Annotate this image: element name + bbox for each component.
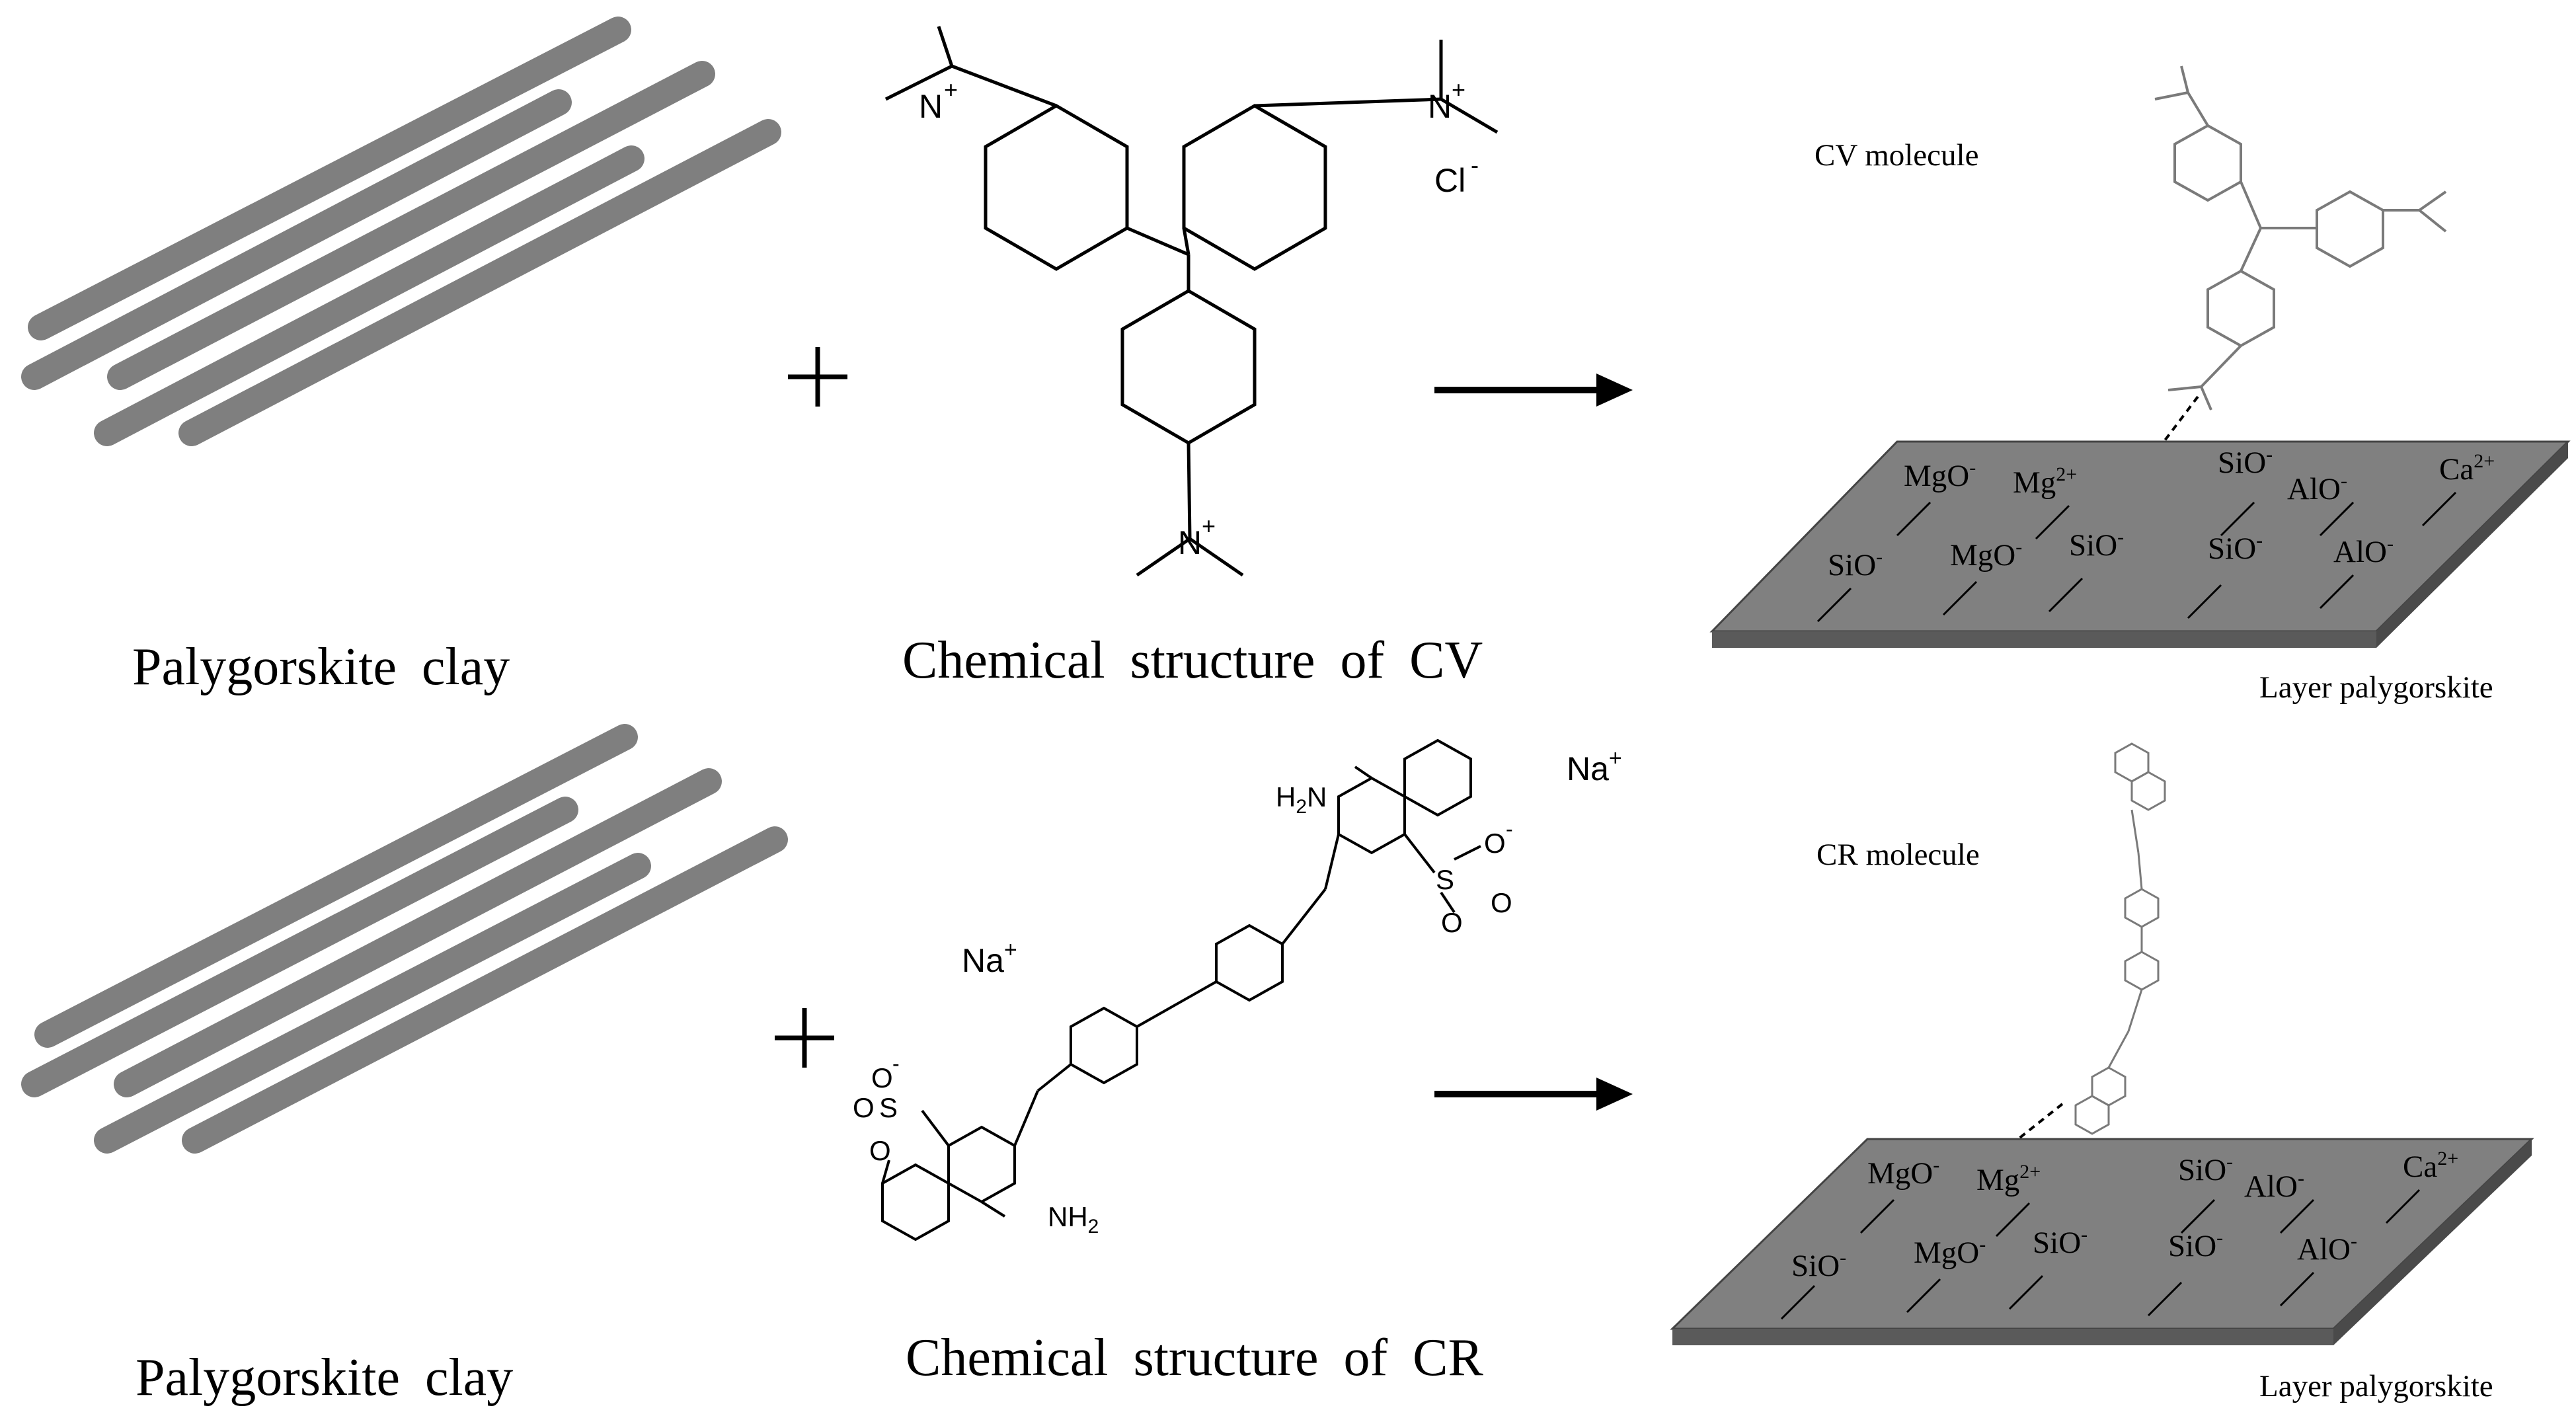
- clay-rod: [21, 89, 572, 390]
- surface-ion: SiO-: [1791, 1247, 1846, 1283]
- top-molecule-label: CV molecule: [1815, 138, 1978, 173]
- surface-ion: MgO-: [1950, 536, 2022, 572]
- cv-counter-ion: Cl: [1434, 162, 1465, 199]
- cr-oxygen-right-top: O: [1484, 828, 1506, 859]
- clay-rod: [28, 17, 631, 340]
- clay-rod: [182, 826, 788, 1154]
- bottom-palygorskite-layer: [1670, 1138, 2534, 1345]
- cv-nitrogen-bottom: N: [1178, 524, 1202, 561]
- surface-ion: AlO-: [2333, 533, 2394, 569]
- cr-counter-ion-right: Na+: [1567, 746, 1622, 787]
- surface-ion: AlO-: [2244, 1167, 2304, 1204]
- surface-ion: SiO-: [1828, 546, 1883, 582]
- bottom-layer-label: Layer palygorskite: [2259, 1369, 2493, 1403]
- cr-nh2-label: NH2: [1048, 1201, 1099, 1238]
- bottom-molecule-label: CR molecule: [1816, 838, 1980, 872]
- cv-structure: [884, 26, 1499, 577]
- cr-oxygen-left-top-charge: -: [892, 1052, 900, 1076]
- cr-oxygen-left-top: O: [871, 1062, 893, 1093]
- surface-ion: SiO-: [2069, 526, 2124, 563]
- surface-ion: MgO-: [1867, 1154, 1939, 1191]
- surface-ion: SiO-: [2218, 444, 2273, 480]
- cv-nitrogen-left: N: [919, 88, 943, 125]
- cv-nitrogen-bottom-charge: +: [1202, 512, 1216, 539]
- surface-ion: Mg2+: [2013, 463, 2077, 500]
- surface-ion: AlO-: [2287, 470, 2347, 506]
- cr-sulfur-left: S: [879, 1092, 898, 1123]
- top-plus-sign: [788, 347, 847, 407]
- top-palygorskite-layer: [1709, 440, 2571, 648]
- cr-oxygen-right-side: O: [1491, 887, 1512, 918]
- clay-rod: [94, 853, 651, 1154]
- surface-ion: AlO-: [2297, 1230, 2357, 1267]
- surface-ion: MgO-: [1914, 1234, 1986, 1270]
- bottom-structure-caption: Chemical structure of CR: [906, 1329, 1483, 1387]
- cv-nitrogen-left-charge: +: [944, 76, 958, 103]
- surface-ion: SiO-: [2208, 530, 2263, 566]
- surface-ion: Ca2+: [2439, 450, 2495, 487]
- top-clay-rods: [21, 17, 781, 446]
- cr-counter-ion-left: Na+: [962, 937, 1017, 979]
- surface-ion: SiO-: [2178, 1151, 2233, 1187]
- bottom-plus-sign: [775, 1008, 834, 1068]
- top-surface-ion-labels: MgO- Mg2+ SiO- AlO- Ca2+ SiO- MgO- SiO- …: [1828, 444, 2495, 582]
- surface-ion: SiO-: [2033, 1224, 2088, 1260]
- cr-oxygen-left-side: O: [853, 1092, 875, 1123]
- surface-ion: MgO-: [1904, 457, 1976, 493]
- surface-ion: Mg2+: [1976, 1161, 2041, 1197]
- cr-oxygen-left-bottom: O: [869, 1135, 891, 1166]
- bottom-clay-rods: [21, 724, 788, 1154]
- clay-rod: [21, 797, 578, 1097]
- top-clay-caption: Palygorskite clay: [132, 638, 510, 696]
- clay-rod: [114, 768, 722, 1097]
- cr-oxygen-right-bottom: O: [1441, 907, 1463, 938]
- clay-rod: [94, 145, 644, 446]
- top-structure-caption: Chemical structure of CV: [902, 631, 1483, 689]
- top-surface-ions: [1816, 491, 2457, 623]
- top-adsorbed-cv: [2154, 65, 2447, 411]
- top-reaction-arrow: [1434, 374, 1633, 407]
- bottom-reaction-arrow: [1434, 1078, 1633, 1111]
- cv-counter-ion-charge: -: [1471, 151, 1479, 178]
- cr-structure: [881, 738, 1481, 1241]
- cr-oxygen-right-top-charge: -: [1506, 817, 1513, 841]
- clay-rod: [34, 724, 638, 1048]
- top-layer-label: Layer palygorskite: [2259, 670, 2493, 705]
- bottom-surface-ions: [1780, 1189, 2421, 1320]
- cv-nitrogen-right: N: [1428, 88, 1452, 125]
- clay-rod: [178, 119, 781, 446]
- cr-sulfur-right: S: [1436, 864, 1454, 895]
- clay-rod: [107, 61, 715, 390]
- cv-nitrogen-right-charge: +: [1452, 76, 1465, 103]
- bottom-adsorbed-cr: [2074, 742, 2166, 1135]
- bottom-clay-caption: Palygorskite clay: [136, 1349, 513, 1407]
- bottom-surface-ion-labels: MgO- Mg2+ SiO- AlO- Ca2+ SiO- MgO- SiO- …: [1791, 1148, 2458, 1283]
- cr-h2n-label: H2N: [1276, 781, 1327, 818]
- surface-ion: Ca2+: [2403, 1148, 2458, 1184]
- surface-ion: SiO-: [2168, 1227, 2223, 1263]
